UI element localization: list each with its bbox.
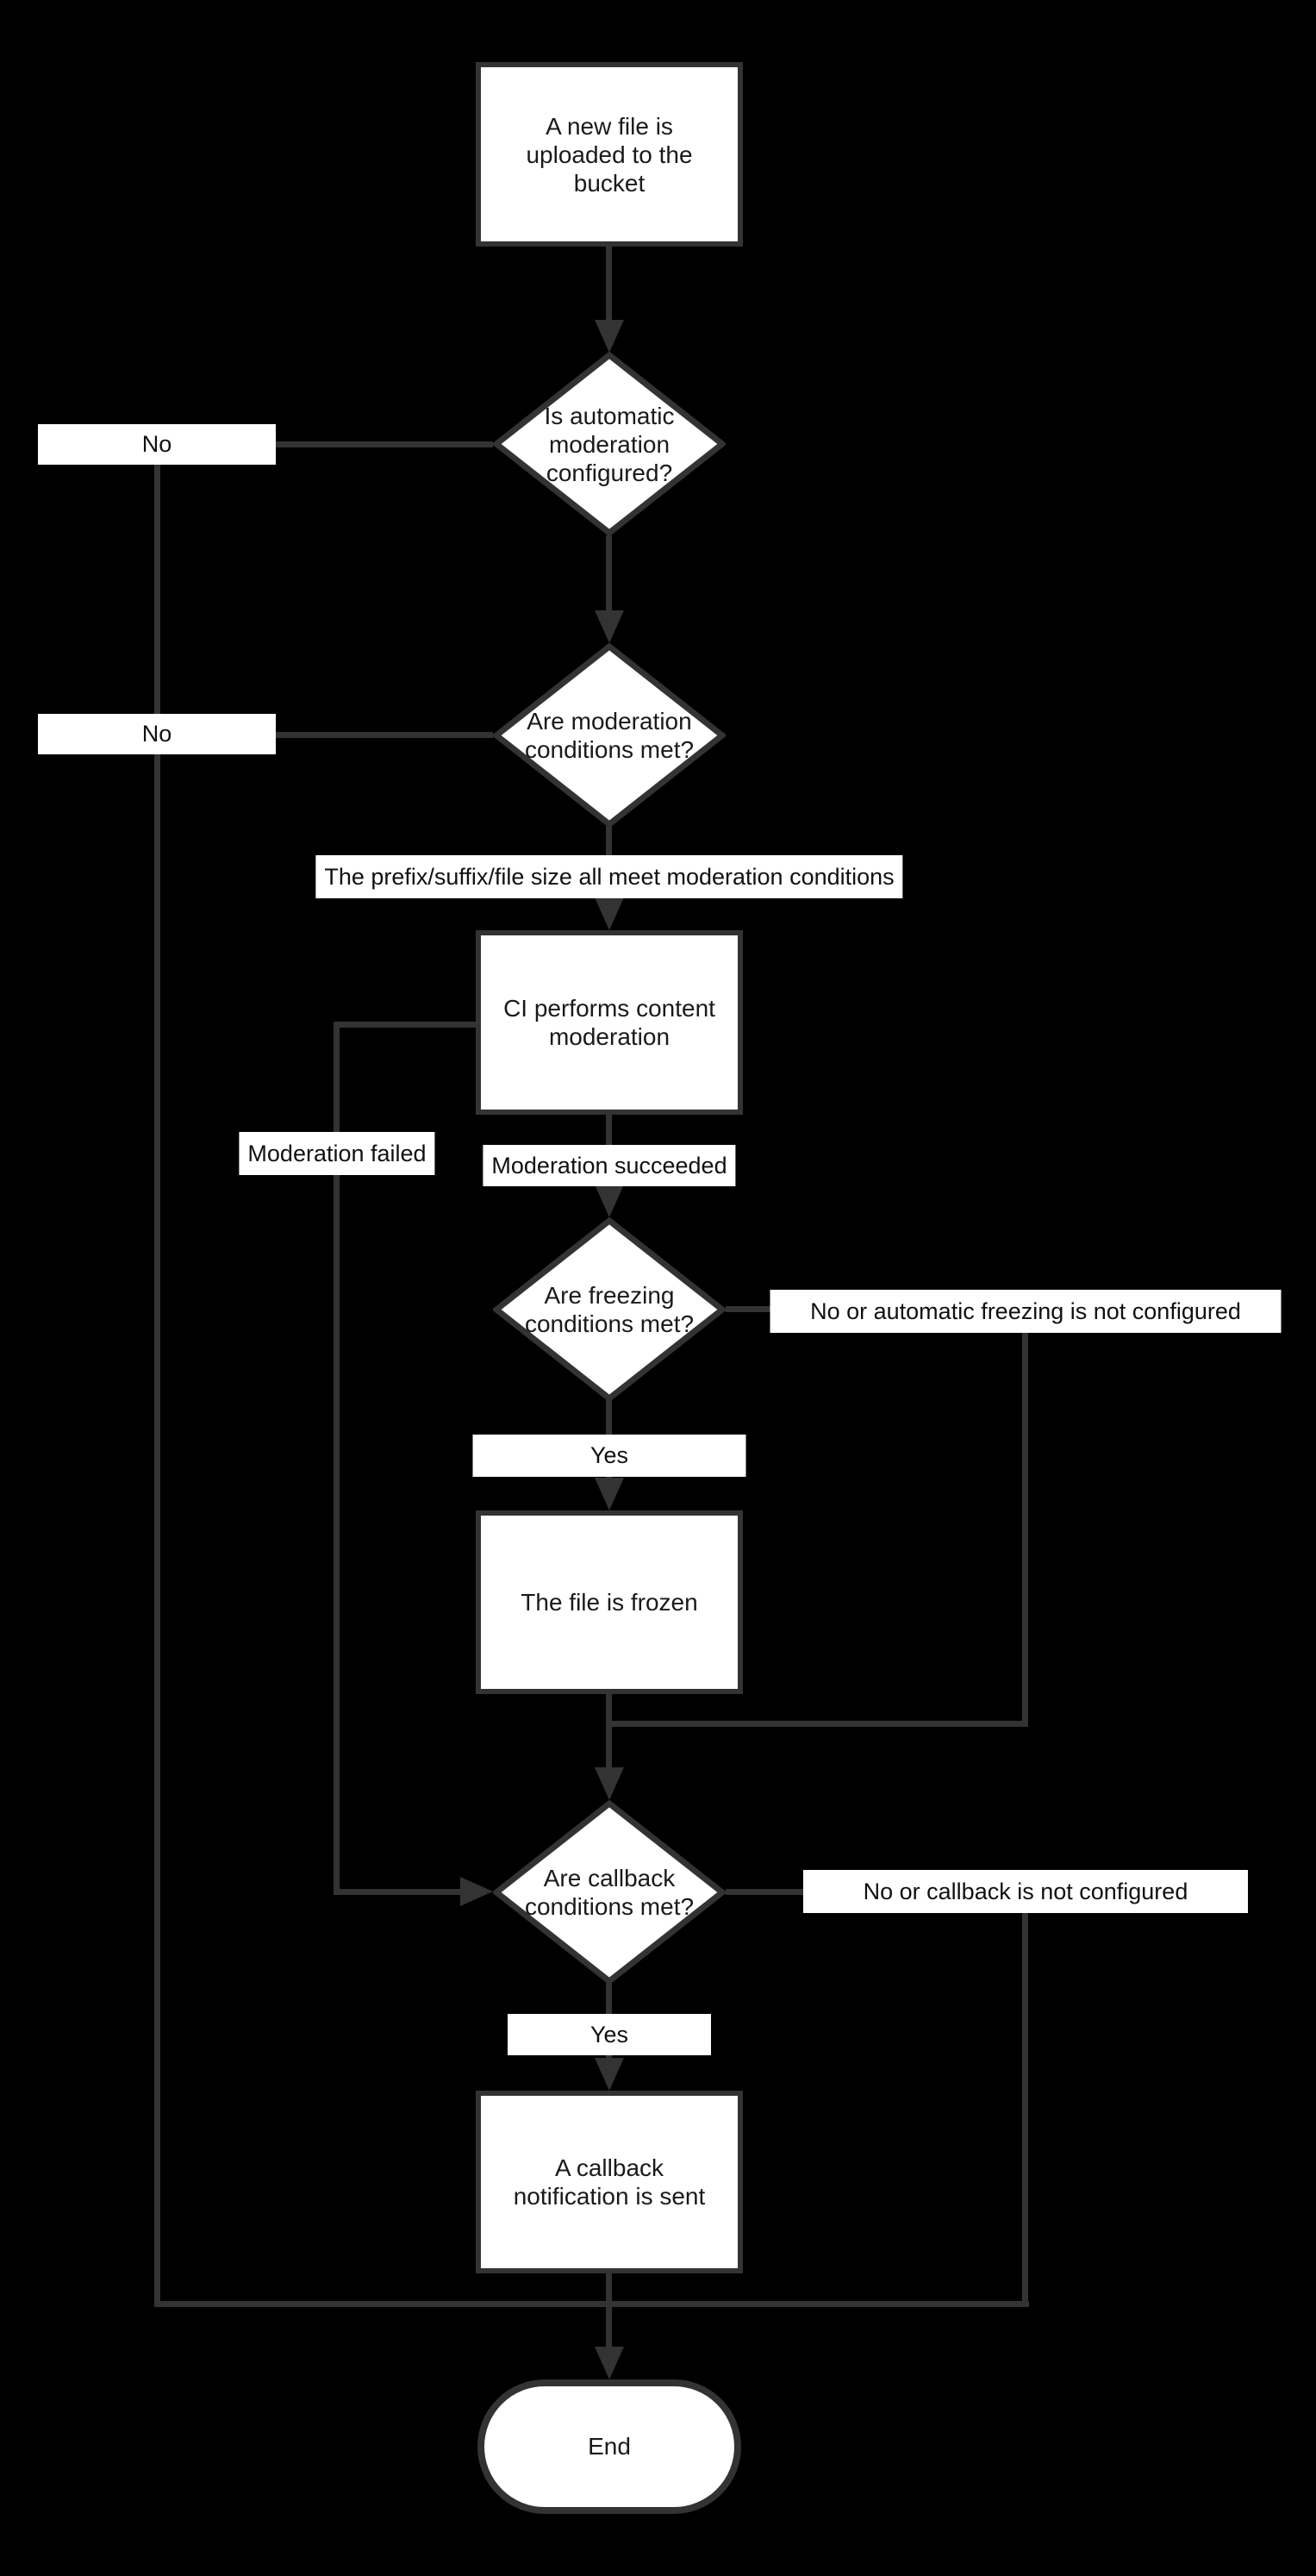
edge-label-no-moderation-conditions: No xyxy=(38,714,276,754)
edge-label-no-freezing: No or automatic freezing is not configur… xyxy=(770,1290,1282,1333)
connector-bottom-merge xyxy=(154,2301,1029,2307)
decision-auto-moderation: Is automatic moderation configured? xyxy=(493,352,726,536)
decision-moderation-conditions-label: Are moderation conditions met? xyxy=(524,708,695,763)
decision-freezing-conditions: Are freezing conditions met? xyxy=(493,1217,726,1402)
connector-sent-to-end xyxy=(606,2273,612,2350)
node-end-terminator: End xyxy=(477,2379,741,2514)
decision-auto-moderation-label: Is automatic moderation configured? xyxy=(544,402,675,486)
node-ci-performs-moderation-label: CI performs content moderation xyxy=(503,995,715,1050)
connector-failed-branch-vertical xyxy=(334,1022,340,1895)
decision-freezing-conditions-label: Are freezing conditions met? xyxy=(524,1282,695,1337)
diamond-shape xyxy=(493,643,726,828)
connector-nocallback-branch-vertical xyxy=(1022,1913,1028,2307)
node-callback-sent: A callback notification is sent xyxy=(476,2091,743,2273)
arrowhead-into-callback-sent xyxy=(595,2058,624,2091)
connector-nofreeze-merge xyxy=(606,1721,1028,1727)
edge-label-yes-callback: Yes xyxy=(508,2014,711,2055)
diamond-shape xyxy=(493,1217,726,1402)
node-callback-sent-label: A callback notification is sent xyxy=(513,2154,706,2210)
edge-label-prefix-suffix-conditions: The prefix/suffix/file size all meet mod… xyxy=(315,855,903,898)
arrowhead-into-callback xyxy=(595,1767,624,1800)
arrowhead-failed-into-callback xyxy=(460,1877,493,1906)
node-file-frozen-label: The file is frozen xyxy=(521,1589,698,1616)
diamond-shape xyxy=(493,1800,726,1985)
arrowhead-into-modcond xyxy=(595,610,624,643)
arrowhead-into-ci xyxy=(595,897,624,930)
node-file-frozen: The file is frozen xyxy=(476,1510,743,1694)
connector-callback-to-nocallback xyxy=(726,1889,807,1895)
node-new-file-uploaded: A new file is uploaded to the bucket xyxy=(476,62,743,247)
edge-label-moderation-succeeded: Moderation succeeded xyxy=(483,1145,736,1186)
connector-automod-to-no1 xyxy=(276,441,493,447)
connector-automod-to-modcond xyxy=(606,535,612,614)
decision-callback-conditions-label: Are callback conditions met? xyxy=(524,1865,695,1920)
node-ci-performs-moderation: CI performs content moderation xyxy=(476,930,743,1115)
connector-failed-to-callback xyxy=(334,1889,462,1895)
arrowhead-into-freezing xyxy=(595,1185,624,1217)
edge-label-moderation-failed: Moderation failed xyxy=(239,1132,435,1175)
connector-nofreeze-branch-vertical xyxy=(1022,1333,1028,1726)
edge-label-no-auto-moderation: No xyxy=(38,424,276,465)
node-end-terminator-label: End xyxy=(588,2433,631,2460)
arrowhead-into-automod xyxy=(595,320,624,353)
arrowhead-into-frozen xyxy=(595,1478,624,1510)
edge-label-no-callback: No or callback is not configured xyxy=(803,1870,1248,1913)
diamond-shape xyxy=(493,352,726,536)
node-new-file-uploaded-label: A new file is uploaded to the bucket xyxy=(526,112,693,197)
connector-no-branch-vertical xyxy=(154,465,160,2307)
decision-moderation-conditions: Are moderation conditions met? xyxy=(493,643,726,828)
connector-frozen-to-callback xyxy=(606,1694,612,1771)
connector-start-to-automod xyxy=(606,247,612,323)
decision-callback-conditions: Are callback conditions met? xyxy=(493,1800,726,1985)
connector-ci-to-failed xyxy=(334,1022,476,1028)
arrowhead-into-end xyxy=(595,2347,624,2379)
connector-modcond-to-no2 xyxy=(276,732,493,738)
edge-label-yes-freezing: Yes xyxy=(472,1435,746,1477)
connector-freezing-to-nofreeze xyxy=(726,1306,774,1312)
